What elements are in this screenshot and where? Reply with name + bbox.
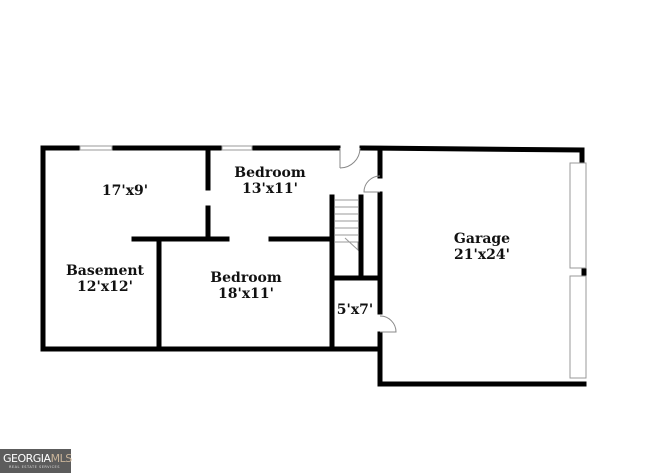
logo-tagline: REAL ESTATE SERVICES [9, 465, 60, 469]
walls [40, 145, 587, 387]
georgia-mls-logo: GEORGIAMLS REAL ESTATE SERVICES [0, 449, 73, 473]
door-swing [339, 147, 361, 169]
room-size: 21'x24' [454, 247, 510, 263]
top-wall [40, 145, 585, 153]
room-name: Basement [65, 263, 145, 279]
door-swing [363, 175, 381, 193]
room-name: Garage [453, 231, 511, 247]
logo-text: GEORGIA [3, 452, 51, 465]
logo-text: MLS [50, 452, 73, 465]
garage-door [569, 162, 587, 269]
room-name: Bedroom [234, 165, 306, 181]
window [79, 145, 113, 151]
room-size: 12'x12' [77, 279, 133, 295]
room-size: 18'x11' [218, 286, 274, 302]
door-swing [379, 315, 397, 333]
left-bottom-wall [40, 145, 383, 352]
windows [79, 145, 587, 379]
room-label: 5'x7' [337, 302, 373, 318]
room-size: 5'x7' [336, 302, 374, 318]
room-size: 17'x9' [101, 183, 149, 199]
window [221, 145, 253, 151]
garage-door [569, 275, 587, 379]
room-label: 17'x9' [102, 183, 148, 199]
garage-wall [377, 147, 587, 387]
room-name: Bedroom [210, 270, 282, 286]
doors [339, 147, 397, 333]
stair-closet-wall [329, 194, 383, 281]
room-size: 13'x11' [242, 181, 298, 197]
stairs [335, 199, 359, 252]
